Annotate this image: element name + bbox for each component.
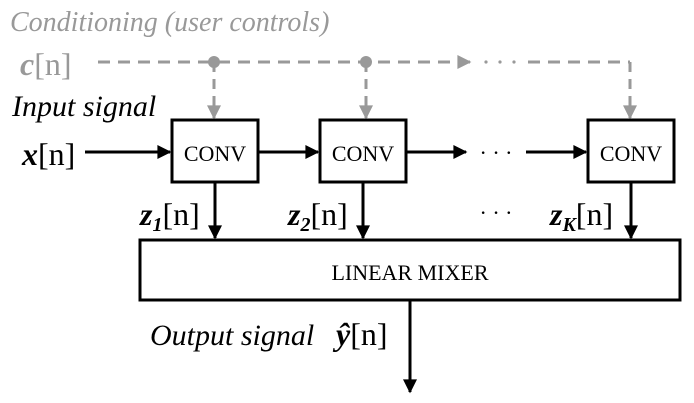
tap-1-index: [n] <box>162 196 199 232</box>
linear-mixer-block <box>138 238 682 302</box>
input-symbol-label: x[n] <box>21 136 75 172</box>
tap-k-index: [n] <box>576 196 613 232</box>
tap-label-k: zK[n] <box>549 196 613 236</box>
tap-2-subscript: 2 <box>299 214 310 236</box>
conditioning-title: Conditioning (user controls) <box>10 7 329 38</box>
output-index: [n] <box>350 316 387 352</box>
tap-ellipsis: · · · <box>480 200 513 225</box>
conditioning-symbol: c <box>20 46 34 82</box>
conditioning-signal-label: c[n] <box>20 46 72 82</box>
conv-block-k <box>586 118 676 184</box>
output-symbol-label: ŷ[n] <box>332 316 388 352</box>
tap-label-2: z2[n] <box>287 196 348 236</box>
tap-label-1: z1[n] <box>139 196 200 236</box>
tap-1-subscript: 1 <box>152 214 162 236</box>
tap-2-symbol: z <box>287 196 301 232</box>
input-symbol: x <box>21 136 38 172</box>
conv-block-1-label: CONV <box>184 141 246 166</box>
conditioning-index: [n] <box>34 46 71 82</box>
input-signal-label: Input signal <box>11 90 156 123</box>
conv-block-2 <box>318 118 408 184</box>
chain-ellipsis: · · · <box>480 140 513 165</box>
conditioning-ellipsis <box>484 60 516 64</box>
tap-k-subscript: K <box>561 214 577 236</box>
conv-block-k-label: CONV <box>600 141 662 166</box>
output-signal-label: Output signal <box>150 319 314 352</box>
linear-mixer-label: LINEAR MIXER <box>331 260 488 285</box>
tap-k-symbol: z <box>549 196 563 232</box>
tap-1-symbol: z <box>139 196 153 232</box>
output-symbol: ŷ <box>332 316 351 352</box>
conv-block-2-label: CONV <box>332 141 394 166</box>
tap-2-index: [n] <box>310 196 347 232</box>
input-index: [n] <box>38 136 75 172</box>
